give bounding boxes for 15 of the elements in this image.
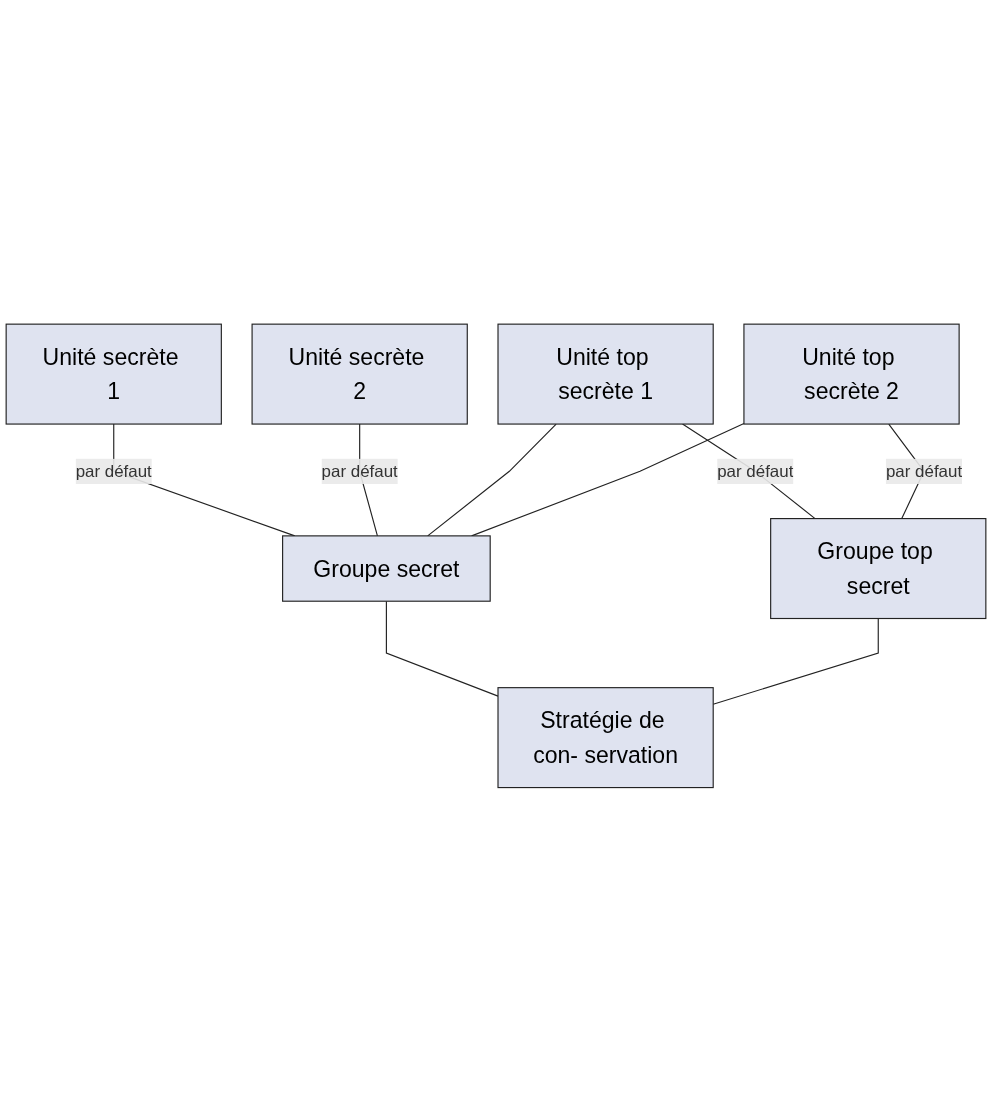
connector [681, 423, 816, 520]
node-box: Unité top secrète 2 [743, 323, 960, 425]
node-box: Groupe top secret [770, 518, 987, 620]
edge-label: par défaut [717, 461, 794, 482]
connector [471, 423, 745, 537]
edge-label: par défaut [885, 461, 963, 482]
edge-label: par défaut [321, 461, 398, 482]
connector [427, 423, 557, 537]
edge-label: par défaut [75, 461, 152, 482]
node-box: Groupe secret [282, 535, 491, 602]
node-box: Unité secrète 2 [251, 323, 468, 425]
node-box: Unité top secrète 1 [497, 323, 714, 425]
node-box: Unité secrète 1 [5, 323, 222, 425]
node-box: Stratégie de con- servation [497, 687, 714, 789]
connector [385, 600, 499, 697]
